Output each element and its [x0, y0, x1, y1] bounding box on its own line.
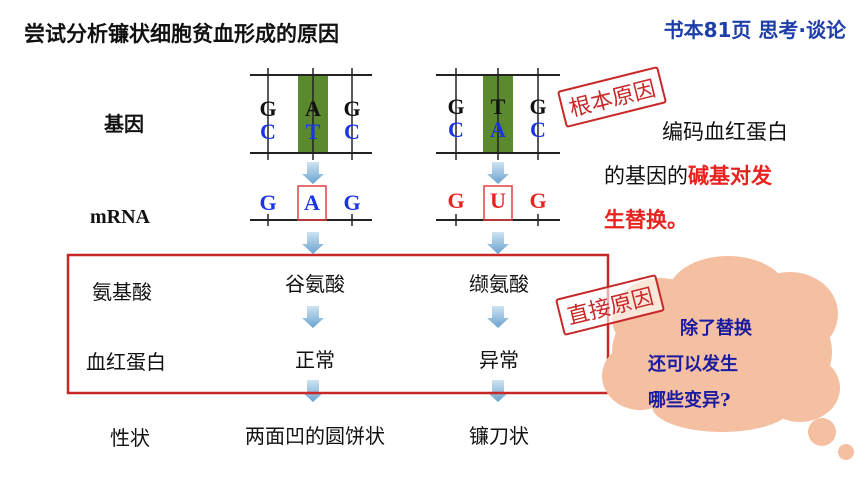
note-line-1: 编码血红蛋白: [662, 120, 788, 144]
mutant-mrna-3: G: [529, 188, 547, 213]
mutant-dna-top-3: G: [529, 94, 547, 119]
normal-dna-top-3: G: [343, 96, 361, 121]
row-label-gene: 基因: [104, 112, 144, 136]
normal-dna-top-2: A: [305, 96, 321, 121]
mutant-mrna-strand: [436, 185, 560, 226]
mutant-mrna-1: G: [447, 188, 465, 213]
mutant-arrows: [487, 162, 509, 402]
mutant-dna-top-1: G: [447, 94, 465, 119]
normal-hemoglobin: 正常: [295, 348, 335, 372]
normal-dna-top-1: G: [259, 96, 277, 121]
mutant-dna-bottom-1: C: [448, 117, 464, 142]
note-line-3: 生替换。: [604, 204, 688, 234]
normal-dna-bottom-2: T: [305, 119, 321, 144]
note-line-3-highlight: 生替换。: [604, 208, 688, 232]
thought-cloud: [602, 256, 854, 460]
normal-mrna-3: G: [343, 190, 361, 215]
normal-amino-acid: 谷氨酸: [285, 272, 345, 296]
normal-mrna-strand: [250, 185, 372, 226]
cloud-line-3: 哪些变异?: [648, 390, 731, 411]
normal-trait: 两面凹的圆饼状: [245, 424, 385, 448]
normal-mrna-1: G: [259, 190, 277, 215]
row-label-amino-acid: 氨基酸: [92, 280, 152, 304]
normal-mrna-2: A: [304, 190, 320, 215]
mutant-dna-bottom-3: C: [530, 117, 546, 142]
cloud-line-2: 还可以发生: [648, 354, 738, 375]
cloud-line-1: 除了替换: [680, 318, 752, 339]
normal-dna-strands: [250, 68, 372, 160]
note-line-2-highlight: 碱基对发: [688, 164, 772, 188]
page-title: 尝试分析镰状细胞贫血形成的原因: [24, 22, 339, 46]
normal-arrows: [302, 162, 324, 402]
normal-dna-bottom-1: C: [260, 119, 276, 144]
mutant-dna-strands: [436, 68, 560, 160]
row-label-hemoglobin: 血红蛋白: [86, 350, 166, 374]
mutant-amino-acid: 缬氨酸: [469, 272, 529, 296]
note-line-2: 的基因的碱基对发: [604, 160, 772, 190]
row-label-mrna: mRNA: [90, 206, 150, 228]
mutant-trait: 镰刀状: [469, 424, 529, 448]
normal-dna-bottom-3: C: [344, 119, 360, 144]
textbook-reference: 书本81页 思考·谈论: [663, 18, 846, 42]
row-label-trait: 性状: [110, 426, 150, 450]
note-line-2-prefix: 的基因的: [604, 164, 688, 188]
mutant-hemoglobin: 异常: [479, 348, 519, 372]
mutant-mrna-2: U: [490, 188, 506, 213]
mutant-dna-top-2: T: [490, 94, 506, 119]
mutant-dna-bottom-2: A: [490, 117, 506, 142]
